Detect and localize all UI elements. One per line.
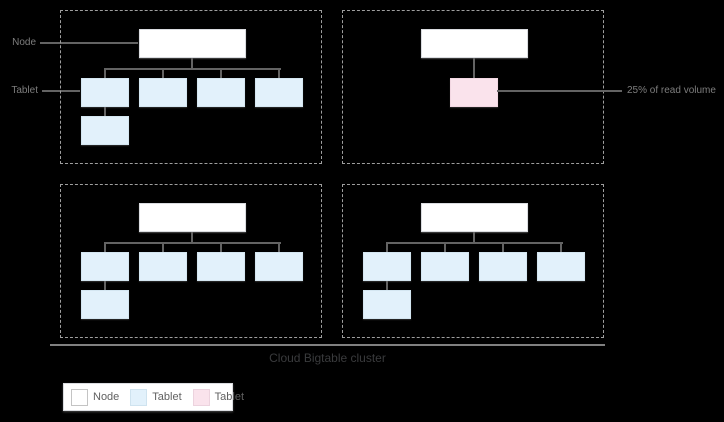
connector bbox=[191, 232, 193, 242]
connector bbox=[104, 68, 281, 70]
cluster-caption: Cloud Bigtable cluster bbox=[269, 351, 386, 365]
node-group-4 bbox=[342, 184, 604, 338]
connector bbox=[191, 58, 193, 68]
connector bbox=[220, 68, 222, 79]
tablet-box bbox=[139, 78, 187, 107]
legend-item-hot-tablet: Tablet bbox=[192, 388, 245, 406]
tablet-box bbox=[363, 290, 411, 319]
legend-label: Node bbox=[93, 391, 120, 403]
connector bbox=[473, 232, 475, 242]
tablet-box bbox=[81, 116, 129, 145]
connector bbox=[386, 242, 563, 244]
legend-label: Tablet bbox=[214, 391, 245, 403]
tablet-box bbox=[139, 252, 187, 281]
hot-tablet-callout-label: 25% of read volume bbox=[627, 85, 716, 96]
connector bbox=[386, 242, 388, 253]
hot-tablet-swatch bbox=[192, 388, 210, 406]
node-pointer-label: Node bbox=[12, 37, 36, 48]
connector bbox=[104, 107, 106, 117]
node-swatch bbox=[71, 388, 88, 406]
tablet-swatch bbox=[130, 388, 148, 406]
node-box bbox=[421, 203, 528, 232]
tablet-box bbox=[479, 252, 527, 281]
node-box bbox=[139, 29, 246, 58]
connector bbox=[104, 281, 106, 291]
tablet-box bbox=[81, 78, 129, 107]
tablet-box bbox=[537, 252, 585, 281]
connector bbox=[560, 242, 562, 253]
tablet-box bbox=[81, 290, 129, 319]
node-group-2 bbox=[342, 10, 604, 164]
tablet-box bbox=[197, 78, 245, 107]
cluster-bracket-line bbox=[50, 344, 605, 346]
node-group-3 bbox=[60, 184, 322, 338]
tablet-box bbox=[197, 252, 245, 281]
tablet-box bbox=[421, 252, 469, 281]
tablet-box bbox=[81, 252, 129, 281]
tablet-box bbox=[255, 252, 303, 281]
node-pointer-line bbox=[40, 42, 138, 44]
connector bbox=[104, 68, 106, 79]
node-box bbox=[421, 29, 528, 58]
legend-label: Tablet bbox=[152, 391, 182, 403]
connector bbox=[444, 242, 446, 253]
node-group-1 bbox=[60, 10, 322, 164]
connector bbox=[162, 242, 164, 253]
legend-item-tablet: Tablet bbox=[130, 388, 182, 406]
connector bbox=[104, 242, 281, 244]
connector bbox=[278, 242, 280, 253]
connector bbox=[104, 242, 106, 253]
hot-tablet-callout-line bbox=[497, 90, 622, 92]
legend: Node Tablet Tablet bbox=[63, 383, 244, 411]
node-box bbox=[139, 203, 246, 232]
connector bbox=[278, 68, 280, 79]
connector bbox=[502, 242, 504, 253]
connector bbox=[473, 58, 475, 79]
tablet-pointer-line bbox=[42, 90, 80, 92]
connector bbox=[386, 281, 388, 291]
tablet-box bbox=[255, 78, 303, 107]
tablet-box bbox=[363, 252, 411, 281]
tablet-pointer-label: Tablet bbox=[11, 85, 38, 96]
connector bbox=[220, 242, 222, 253]
legend-item-node: Node bbox=[71, 388, 120, 406]
connector bbox=[162, 68, 164, 79]
hot-tablet-box bbox=[450, 78, 498, 107]
